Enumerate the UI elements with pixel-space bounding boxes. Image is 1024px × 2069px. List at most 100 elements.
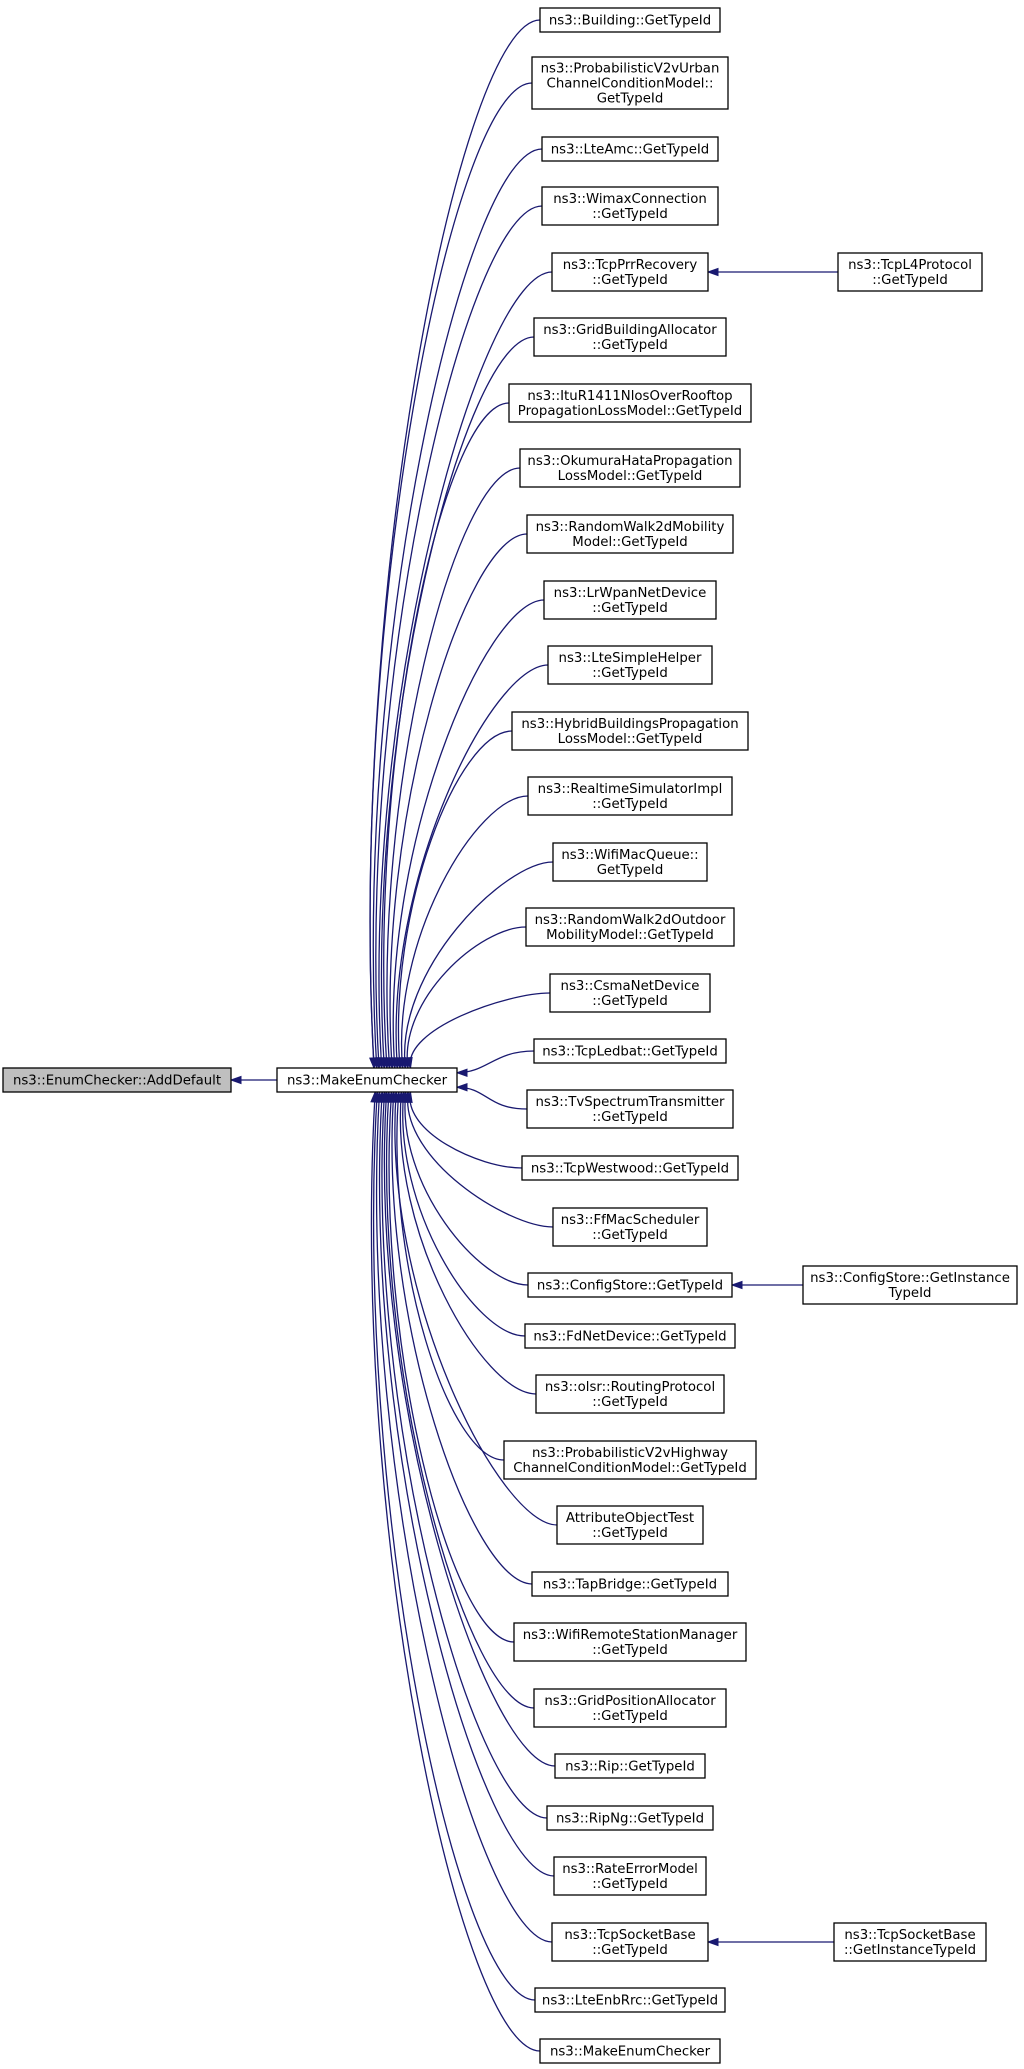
node-box	[556, 1505, 704, 1545]
arrowhead-tcp-socket-base	[706, 1937, 719, 1947]
node-rip[interactable]: ns3::Rip::GetTypeId	[554, 1753, 706, 1779]
node-add-default: ns3::EnumChecker::AddDefault	[2, 1067, 232, 1093]
node-label-line: ns3::CsmaNetDevice	[561, 979, 700, 994]
node-realtime-simulator[interactable]: ns3::RealtimeSimulatorImpl::GetTypeId	[527, 776, 733, 816]
node-grid-building-allocator[interactable]: ns3::GridBuildingAllocator::GetTypeId	[533, 317, 727, 357]
node-tcp-ledbat[interactable]: ns3::TcpLedbat::GetTypeId	[533, 1038, 727, 1064]
node-config-store[interactable]: ns3::ConfigStore::GetTypeId	[527, 1272, 733, 1298]
node-box	[524, 1323, 736, 1349]
edge-csma-net-device-to-hub	[409, 992, 551, 1069]
node-label-line: ns3::RealtimeSimulatorImpl	[538, 782, 723, 797]
node-label-line: ns3::ConfigStore::GetTypeId	[537, 1279, 723, 1294]
node-box	[531, 56, 729, 110]
graph-edges	[229, 19, 838, 2052]
node-box	[553, 1856, 707, 1896]
node-box	[547, 645, 713, 685]
edge-fd-net-device-to-hub	[402, 1091, 526, 1337]
node-lr-wpan[interactable]: ns3::LrWpanNetDevice::GetTypeId	[543, 580, 717, 620]
node-lte-enb-rrc[interactable]: ns3::LteEnbRrc::GetTypeId	[534, 1987, 726, 2013]
node-tap-bridge[interactable]: ns3::TapBridge::GetTypeId	[531, 1571, 729, 1597]
edge-rip-to-hub	[383, 1091, 556, 1767]
node-lte-simple-helper[interactable]: ns3::LteSimpleHelper::GetTypeId	[547, 645, 713, 685]
node-tcp-westwood[interactable]: ns3::TcpWestwood::GetTypeId	[521, 1155, 739, 1181]
node-tcp-l4-protocol[interactable]: ns3::TcpL4Protocol::GetTypeId	[837, 252, 983, 292]
node-wimax-connection[interactable]: ns3::WimaxConnection::GetTypeId	[541, 186, 719, 226]
node-tcp-socket-base-instance[interactable]: ns3::TcpSocketBase::GetInstanceTypeId	[833, 1922, 987, 1962]
node-random-walk2d-outdoor[interactable]: ns3::RandomWalk2dOutdoorMobilityModel::G…	[525, 907, 735, 947]
node-ff-mac-scheduler[interactable]: ns3::FfMacScheduler::GetTypeId	[552, 1207, 708, 1247]
node-label-line: ::GetTypeId	[592, 1643, 668, 1658]
edge-okumura-hata-to-hub	[386, 467, 521, 1069]
node-label-line: PropagationLossModel::GetTypeId	[518, 404, 742, 419]
node-tcp-socket-base[interactable]: ns3::TcpSocketBase::GetTypeId	[551, 1922, 709, 1962]
node-label-line: ns3::MakeEnumChecker	[287, 1074, 448, 1089]
node-label-line: GetTypeId	[597, 863, 664, 878]
node-label-line: ::GetTypeId	[592, 994, 668, 1009]
node-wifi-mac-queue[interactable]: ns3::WifiMacQueue::GetTypeId	[552, 842, 708, 882]
node-label-line: Model::GetTypeId	[572, 535, 687, 550]
node-label-line: ns3::LteSimpleHelper	[559, 651, 702, 666]
node-label-line: LossModel::GetTypeId	[558, 469, 703, 484]
edge-tap-bridge-to-hub	[391, 1091, 533, 1585]
node-label-line: ::GetTypeId	[592, 338, 668, 353]
edge-olsr-routing-to-hub	[399, 1091, 537, 1395]
node-box	[526, 514, 734, 554]
arrowhead-root	[229, 1075, 242, 1085]
node-box	[546, 1805, 714, 1831]
node-building[interactable]: ns3::Building::GetTypeId	[539, 7, 721, 33]
node-box	[513, 1622, 747, 1662]
node-lte-amc[interactable]: ns3::LteAmc::GetTypeId	[541, 136, 719, 162]
edge-lte-amc-to-hub	[372, 148, 543, 1069]
node-itu-r1411[interactable]: ns3::ItuR1411NlosOverRooftopPropagationL…	[508, 383, 752, 423]
node-label-line: ::GetTypeId	[592, 273, 668, 288]
node-label-line: ::GetTypeId	[592, 797, 668, 812]
node-box	[531, 1571, 729, 1597]
node-tv-spectrum[interactable]: ns3::TvSpectrumTransmitter::GetTypeId	[526, 1089, 734, 1129]
edge-tcp-prr-recovery-to-hub	[378, 271, 553, 1069]
node-label-line: ns3::ItuR1411NlosOverRooftop	[527, 389, 732, 404]
node-label-line: ChannelConditionModel::GetTypeId	[513, 1461, 747, 1476]
node-fd-net-device[interactable]: ns3::FdNetDevice::GetTypeId	[524, 1323, 736, 1349]
node-grid-position-allocator[interactable]: ns3::GridPositionAllocator::GetTypeId	[533, 1688, 727, 1728]
node-v2v-urban[interactable]: ns3::ProbabilisticV2vUrbanChannelConditi…	[531, 56, 729, 110]
node-attribute-object-test[interactable]: AttributeObjectTest::GetTypeId	[556, 1505, 704, 1545]
node-label-line: ns3::RandomWalk2dOutdoor	[535, 913, 726, 928]
node-label-line: ns3::TcpWestwood::GetTypeId	[531, 1162, 729, 1177]
node-label-line: ns3::ProbabilisticV2vUrban	[541, 62, 720, 77]
edge-wifi-remote-station-to-hub	[388, 1091, 515, 1643]
node-wifi-remote-station[interactable]: ns3::WifiRemoteStationManager::GetTypeId	[513, 1622, 747, 1662]
arrowhead-hub	[455, 1068, 468, 1078]
node-label-line: ns3::RandomWalk2dMobility	[536, 520, 725, 535]
arrowhead-hub	[370, 1090, 379, 1103]
node-okumura-hata[interactable]: ns3::OkumuraHataPropagationLossModel::Ge…	[519, 448, 741, 488]
node-make-enum-checker-caller[interactable]: ns3::MakeEnumChecker	[539, 2038, 721, 2064]
node-v2v-highway[interactable]: ns3::ProbabilisticV2vHighwayChannelCondi…	[503, 1440, 757, 1480]
node-make-enum-checker[interactable]: ns3::MakeEnumChecker	[276, 1067, 458, 1093]
node-box	[525, 907, 735, 947]
node-hybrid-buildings[interactable]: ns3::HybridBuildingsPropagationLossModel…	[511, 711, 749, 751]
node-box	[833, 1922, 987, 1962]
node-csma-net-device[interactable]: ns3::CsmaNetDevice::GetTypeId	[549, 973, 711, 1013]
node-box	[527, 776, 733, 816]
node-box	[539, 2038, 721, 2064]
node-box	[549, 973, 711, 1013]
arrowhead-hub	[404, 1056, 413, 1070]
node-label-line: ns3::HybridBuildingsPropagation	[521, 717, 738, 732]
node-tcp-prr-recovery[interactable]: ns3::TcpPrrRecovery::GetTypeId	[551, 252, 709, 292]
node-label-line: ns3::EnumChecker::AddDefault	[13, 1074, 221, 1089]
node-rate-error-model[interactable]: ns3::RateErrorModel::GetTypeId	[553, 1856, 707, 1896]
node-rip-ng[interactable]: ns3::RipNg::GetTypeId	[546, 1805, 714, 1831]
arrowhead-tcp-prr-recovery	[706, 267, 719, 277]
node-config-store-instance[interactable]: ns3::ConfigStore::GetInstanceTypeId	[802, 1265, 1018, 1305]
edge-random-walk2d-to-hub	[389, 533, 528, 1069]
edge-random-walk2d-outdoor-to-hub	[406, 926, 527, 1069]
node-box	[527, 1272, 733, 1298]
node-label-line: ns3::TapBridge::GetTypeId	[543, 1578, 717, 1593]
node-box	[533, 1688, 727, 1728]
edge-grid-position-allocator-to-hub	[385, 1091, 535, 1709]
node-random-walk2d[interactable]: ns3::RandomWalk2dMobilityModel::GetTypeI…	[526, 514, 734, 554]
node-olsr-routing[interactable]: ns3::olsr::RoutingProtocol::GetTypeId	[535, 1374, 725, 1414]
node-box	[552, 1207, 708, 1247]
